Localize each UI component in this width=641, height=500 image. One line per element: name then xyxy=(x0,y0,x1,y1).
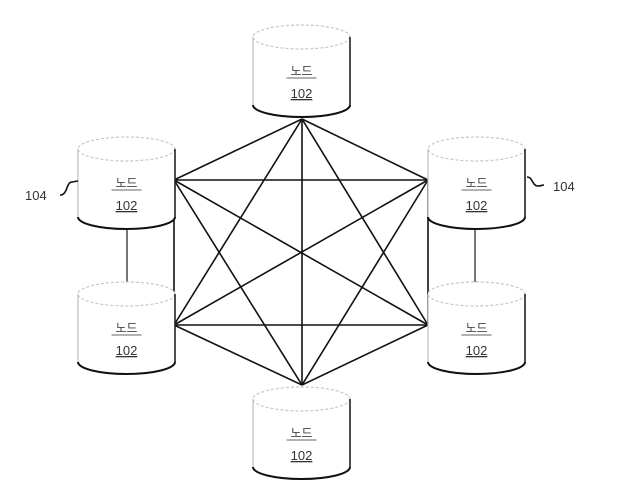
reference-label-right: 104 xyxy=(526,176,575,194)
reference-label-left-text: 104 xyxy=(25,188,47,203)
cylinder-body xyxy=(428,282,525,374)
leader-line-left xyxy=(59,180,79,196)
mesh-edge-top-left-top xyxy=(173,118,303,181)
node-id: 102 xyxy=(116,198,138,213)
node-id: 102 xyxy=(291,86,313,101)
node-right-bottom: 노드 102 xyxy=(427,281,526,375)
cylinder-body xyxy=(78,282,175,374)
node-label: 노드 xyxy=(115,176,137,190)
node-id: 102 xyxy=(466,343,488,358)
nodes: 노드 102 노드 102 노드 102 노드 102 노드 102 노드 102 xyxy=(77,24,526,480)
mesh-edge-top-left-bottom xyxy=(173,118,303,326)
mesh-edge-top-right-bottom xyxy=(301,118,429,326)
cylinder-bottom xyxy=(77,216,176,230)
node-top: 노드 102 xyxy=(252,24,351,118)
cylinder-body xyxy=(253,25,350,118)
node-bottom: 노드 102 xyxy=(252,386,351,480)
reference-label-left: 104 xyxy=(25,180,79,203)
node-id: 102 xyxy=(116,343,138,358)
node-label: 노드 xyxy=(465,321,487,335)
node-label: 노드 xyxy=(290,426,312,440)
cylinder-body xyxy=(78,137,175,229)
mesh-edge-right-top-bottom xyxy=(301,179,429,386)
mesh-edge-top-right-top xyxy=(301,118,429,181)
node-label: 노드 xyxy=(465,176,487,190)
cylinder-bottom xyxy=(427,361,526,375)
pair-links xyxy=(126,222,476,284)
node-label: 노드 xyxy=(290,64,312,78)
cylinder-bottom xyxy=(77,361,176,375)
node-right-top: 노드 102 xyxy=(427,136,526,230)
node-left-top: 노드 102 xyxy=(77,136,176,230)
node-label: 노드 xyxy=(115,321,137,335)
cylinder-bottom xyxy=(252,104,351,118)
mesh-edge-right-top-left-bottom xyxy=(173,179,429,326)
cylinder-bottom xyxy=(427,216,526,230)
node-id: 102 xyxy=(466,198,488,213)
node-left-bottom: 노드 102 xyxy=(77,281,176,375)
cylinder-bottom xyxy=(252,466,351,480)
mesh-edge-right-bottom-bottom xyxy=(301,324,429,386)
cylinder-body xyxy=(428,137,525,229)
node-id: 102 xyxy=(291,448,313,463)
leader-line-right xyxy=(526,176,545,187)
cylinder-body xyxy=(253,387,350,479)
mesh-edges xyxy=(173,118,429,386)
mesh-edge-left-top-bottom xyxy=(173,179,303,386)
mesh-edge-left-bottom-bottom xyxy=(173,324,303,386)
reference-label-right-text: 104 xyxy=(553,179,575,194)
